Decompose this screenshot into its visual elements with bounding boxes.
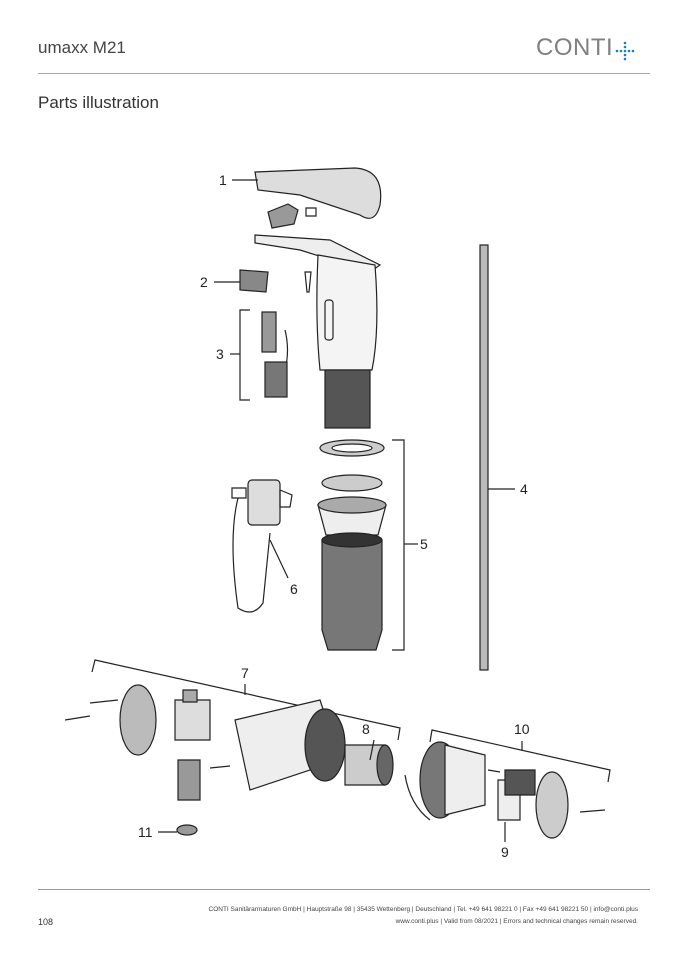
callout-3: 3 [216, 346, 224, 362]
parts-exploded-drawing [64, 167, 611, 842]
document-title: umaxx M21 [38, 38, 126, 57]
conti-plus-icon [615, 41, 635, 61]
footer-address: CONTI Sanitärarmaturen GmbH | Hauptstraß… [208, 906, 639, 913]
callout-8: 8 [362, 721, 370, 737]
callout-11: 11 [138, 824, 153, 840]
callout-10: 10 [514, 721, 530, 737]
header-rule [38, 73, 650, 74]
callout-5: 5 [420, 536, 428, 552]
callout-4: 4 [520, 481, 528, 497]
callout-9: 9 [501, 844, 509, 860]
footer-rule [38, 889, 650, 890]
callout-2: 2 [200, 274, 208, 290]
footer-validity: www.conti.plus | Valid from 08/2021 | Er… [395, 918, 638, 925]
callout-6: 6 [290, 581, 298, 597]
callout-7: 7 [241, 665, 249, 681]
section-title: Parts illustration [38, 93, 159, 112]
page-number: 108 [38, 917, 54, 927]
conti-logo: CONTI [536, 34, 614, 61]
callout-1: 1 [219, 172, 227, 188]
